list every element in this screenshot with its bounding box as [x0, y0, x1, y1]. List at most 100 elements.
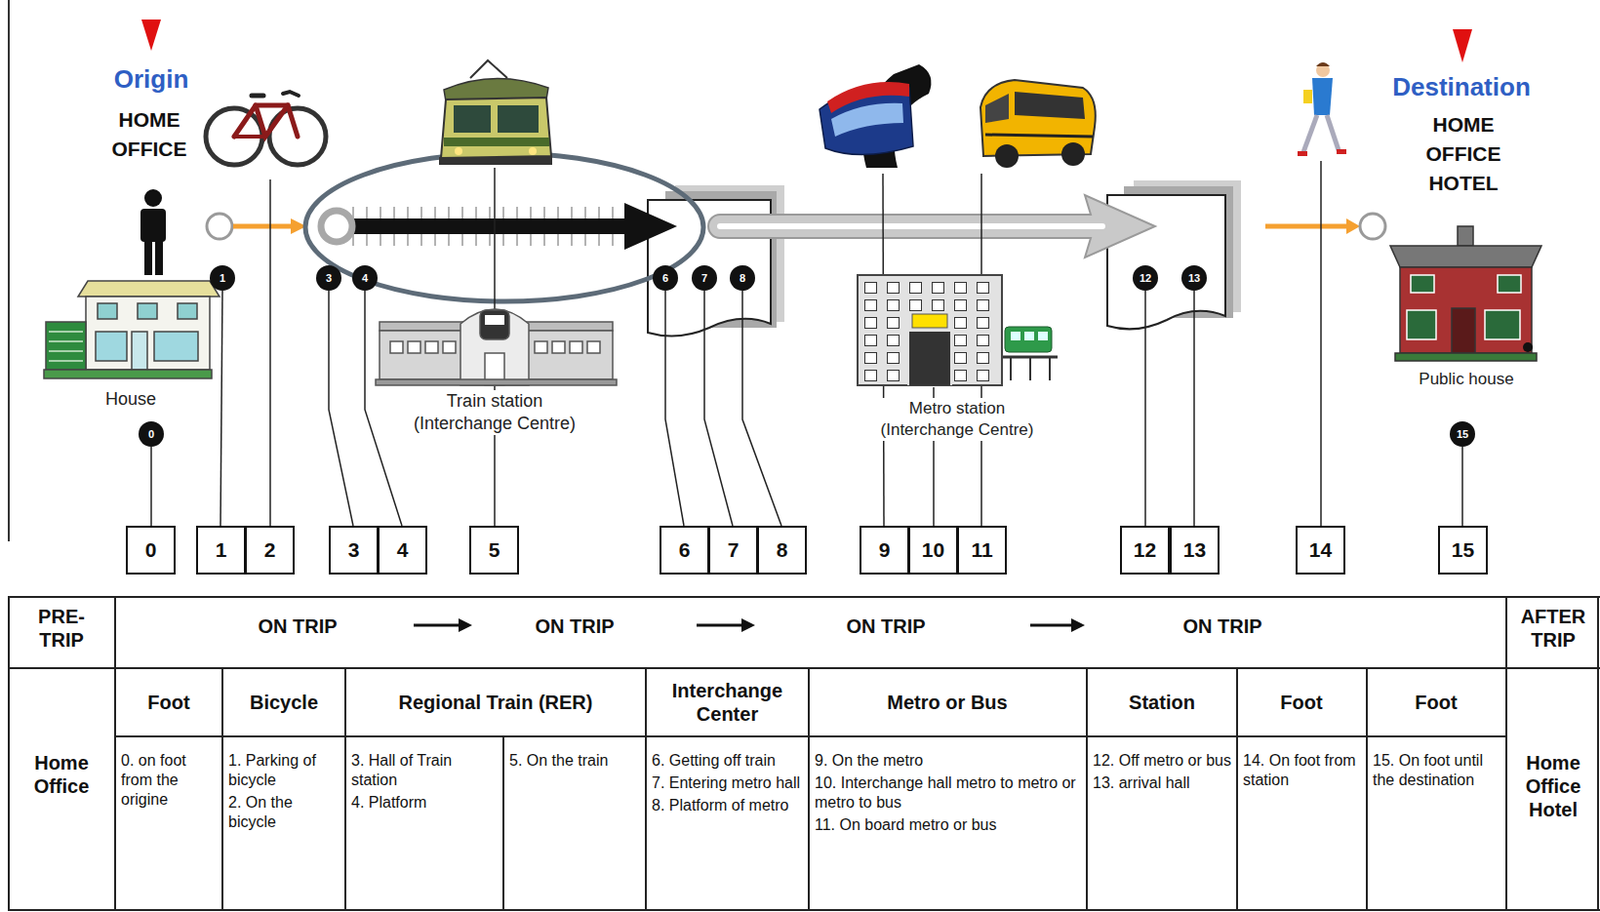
house-icon	[97, 303, 118, 320]
table-grid	[502, 736, 505, 911]
house-label: House	[81, 388, 180, 411]
public-house-building	[1410, 275, 1435, 293]
table-grid	[7, 596, 1600, 599]
metro-station-building	[857, 275, 1058, 386]
step-number: 1	[215, 538, 228, 562]
callout-number: 13	[1181, 265, 1207, 291]
train-arrow	[624, 202, 678, 250]
step-number: 7	[727, 538, 740, 562]
bicycle-icon	[255, 105, 288, 137]
train-arrow	[336, 218, 630, 235]
house-icon	[43, 369, 212, 379]
step-box: 0	[125, 525, 176, 575]
train-station-building	[390, 341, 403, 354]
bicycle-icon	[234, 134, 266, 139]
leader-line	[1144, 290, 1147, 526]
step-number: 12	[1133, 538, 1157, 562]
train-station-building	[442, 341, 456, 354]
table-cell: AFTER TRIP	[1509, 604, 1598, 652]
building-label: Public house	[1393, 368, 1540, 391]
metro-bus-arrow	[708, 195, 1156, 258]
step-number: 13	[1183, 538, 1206, 562]
table-cell: Regional Train (RER)	[354, 690, 638, 715]
walker-icon	[1312, 78, 1333, 116]
callout-circle	[352, 265, 378, 291]
step-box: 5	[469, 525, 520, 575]
table-cell: Home Office	[12, 751, 111, 799]
metro-station-building	[1024, 331, 1035, 341]
destination-marker	[1452, 29, 1473, 63]
table-grid	[7, 597, 10, 911]
bus-icon	[980, 80, 1096, 168]
metro-station-building	[907, 312, 953, 386]
phase-arrow	[1071, 618, 1085, 633]
frame-line	[7, 0, 10, 542]
highlight-ellipse	[305, 153, 704, 302]
station-label: Metro station (Interchange Centre)	[864, 398, 1050, 441]
table-cell: 10. Interchange hall metro to metro or m…	[808, 773, 1087, 813]
callout-number: 12	[1132, 265, 1159, 291]
walker-icon	[1297, 151, 1308, 157]
table-cell: PRE-TRIP	[22, 604, 101, 652]
train-station-building	[534, 341, 548, 354]
callout-number: 8	[729, 265, 756, 291]
bus-icon	[985, 134, 1093, 137]
table-grid	[114, 597, 117, 911]
step-number: 2	[264, 538, 277, 562]
table-cell: ON TRIP	[1163, 614, 1281, 639]
table-cell: 0. on foot from the origine	[115, 751, 223, 810]
walker-icon	[1303, 115, 1318, 153]
public-house-building	[1484, 310, 1520, 340]
public-house-building	[1390, 245, 1542, 268]
train-station-building	[569, 341, 583, 354]
table-cell: Home Office Hotel	[1511, 751, 1596, 822]
house-icon	[154, 331, 199, 361]
walk-arrow	[1265, 213, 1386, 240]
bus-icon	[1014, 91, 1085, 120]
metro-bus-arrow	[720, 223, 1103, 230]
destination-marker	[1452, 29, 1473, 63]
leader-line	[704, 290, 733, 526]
house-icon	[95, 331, 127, 361]
origin-marker	[141, 19, 161, 51]
bicycle-icon	[251, 93, 264, 99]
walker-icon	[1303, 89, 1313, 104]
train-station-building	[407, 341, 421, 354]
phase-arrow	[413, 624, 461, 628]
train-icon	[470, 60, 508, 79]
step-number: 10	[921, 538, 945, 562]
metro-station-building	[1029, 357, 1032, 381]
public-house-building	[1497, 275, 1521, 293]
step-box: 6	[659, 525, 710, 575]
leader-line	[269, 179, 272, 526]
table-grid	[644, 668, 647, 911]
train-arrow	[320, 210, 353, 242]
walker-icon	[1316, 62, 1330, 67]
metro-station-building	[912, 314, 948, 328]
table-cell: ON TRIP	[516, 614, 634, 639]
table-cell: 13. arrival hall	[1086, 773, 1238, 794]
train-station-building	[460, 309, 529, 386]
phase-arrow	[696, 624, 744, 628]
leader-line	[328, 290, 354, 526]
step-box: 8	[757, 525, 807, 575]
walker-icon	[1297, 62, 1347, 157]
table-grid	[7, 597, 1600, 911]
table-cell: 3. Hall of Train station	[345, 751, 504, 791]
table-cell: 5. On the train	[503, 751, 646, 771]
public-house-building	[1406, 310, 1437, 340]
walk-arrow	[206, 213, 307, 240]
table-cell: 11. On board metro or bus	[808, 815, 1087, 836]
station-label: Train station (Interchange Centre)	[397, 390, 593, 436]
interchange-panel	[1107, 180, 1241, 329]
walker-icon	[1326, 115, 1339, 151]
origin-marker	[141, 19, 161, 51]
walk-arrow	[233, 224, 293, 230]
walk-arrow	[1265, 224, 1349, 230]
house-icon	[48, 340, 83, 343]
public-house-building	[1457, 226, 1474, 246]
house-icon	[78, 280, 220, 297]
table-cell: ON TRIP	[239, 614, 357, 639]
metro-icon	[831, 103, 904, 137]
leader-line	[1461, 446, 1464, 526]
